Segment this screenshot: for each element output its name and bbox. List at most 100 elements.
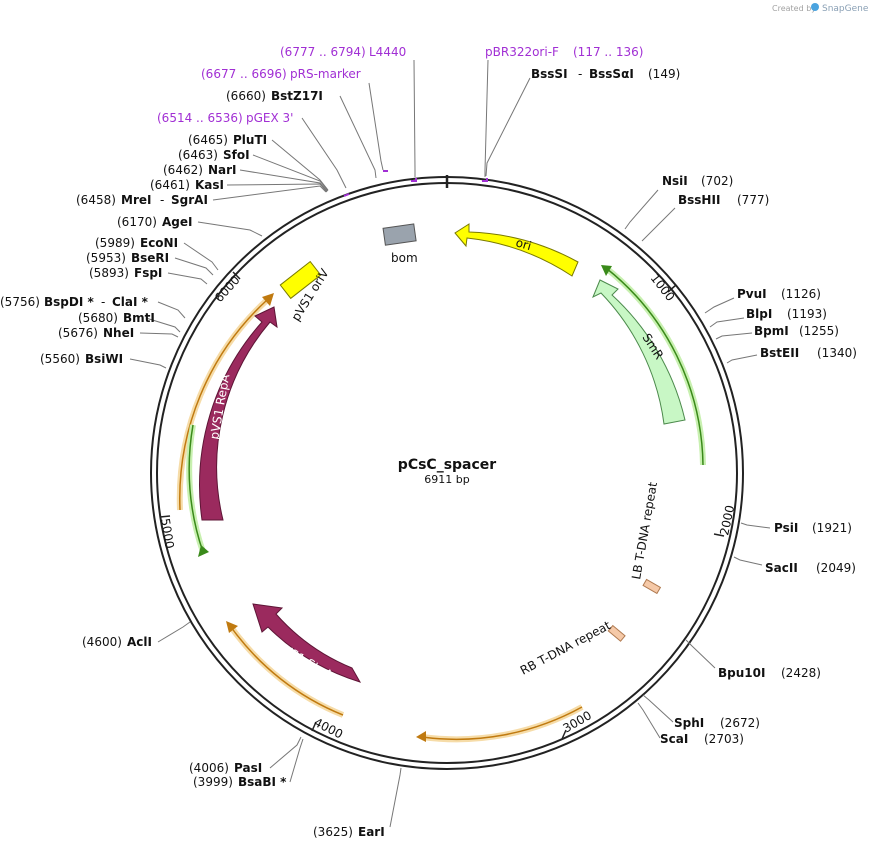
label-name-ScaI: ScaI (660, 732, 688, 746)
leader-BspDI (157, 301, 186, 319)
label-name-PasI: PasI (234, 761, 262, 775)
label-name-FspI: FspI (134, 266, 162, 280)
orf-arc-bottom-glow (421, 704, 584, 743)
label-pos-ScaI: (2703) (704, 732, 744, 746)
primer-mark-pGEX (343, 193, 350, 197)
label-pos-PasI: (4006) (189, 761, 229, 775)
label-pos-pGEX: (6514 .. 6536) (157, 111, 243, 125)
leader-AgeI (197, 221, 263, 237)
leader-NarI (239, 169, 328, 192)
label-pos-BsaBI: (3999) (193, 775, 233, 789)
features: ori SmR pVS1 RepA pVS1 StaA bom pVS1 ori… (199, 223, 686, 683)
feature-pvs1-repa-label: pVS1 RepA (207, 372, 232, 440)
label-pos-pRS: (6677 .. 6696) (201, 67, 287, 81)
label-name-PluTI: PluTI (233, 133, 267, 147)
leader-pRS-marker (368, 82, 384, 171)
label-name-BssSI: BssSI (531, 67, 568, 81)
label-name-NheI: NheI (103, 326, 134, 340)
label-pos-BssHII: (777) (737, 193, 769, 207)
leader-lines (129, 59, 771, 828)
label-name-KasI: KasI (195, 178, 224, 192)
label-name-BpmI: BpmI (754, 324, 789, 338)
orf-arc-smr-head (601, 265, 612, 276)
label-name-AclI: AclI (127, 635, 152, 649)
label-pos-BmtI: (5680) (78, 311, 118, 325)
orf-arc-left-green (188, 424, 204, 553)
orf-arcs (176, 265, 706, 743)
label-pos-BstEII: (1340) (817, 346, 857, 360)
leader-SphI (642, 694, 674, 723)
label-pos-Bpu10I: (2428) (781, 666, 821, 680)
leader-EcoNI (183, 242, 219, 271)
label-name-BsaBI: BsaBI * (238, 775, 287, 789)
snapgene-logo-icon (811, 3, 819, 11)
leader-FspI (167, 272, 208, 285)
enzyme-labels-right: BssSI - BssSαI (149) NsiI (702) BssHII (… (531, 67, 857, 746)
label-sep-BspDI: - (101, 295, 105, 309)
orf-arc-left-green-head (198, 545, 209, 557)
leader-Bpu10I (685, 639, 716, 669)
label-sep-MreI: - (160, 193, 164, 207)
orf-arc-repa (179, 299, 268, 511)
label-name-AgeI: AgeI (162, 215, 192, 229)
label-pos-SphI: (2672) (720, 716, 760, 730)
orf-arc-smr (605, 267, 704, 466)
leader-NheI (139, 332, 179, 338)
leader-BsaBI (289, 738, 304, 783)
label-name-L4440: L4440 (369, 45, 406, 59)
label-pos-NheI: (5676) (58, 326, 98, 340)
tick-label-2000: 2000 (717, 504, 737, 537)
primer-marks (343, 170, 488, 197)
primer-mark-pBR322 (482, 178, 488, 182)
label-name-SphI: SphI (674, 716, 704, 730)
feature-pvs1-oriv (279, 260, 322, 300)
label-pos-KasI: (6461) (150, 178, 190, 192)
leader-PsiI (740, 522, 771, 529)
leader-MreI (212, 185, 327, 201)
label-pos-SfoI: (6463) (178, 148, 218, 162)
leader-PluTI (271, 139, 329, 191)
feature-smr (592, 279, 686, 425)
label-pos-AgeI: (6170) (117, 215, 157, 229)
label-name-ClaI: ClaI * (112, 295, 149, 309)
tick-3000 (561, 729, 567, 740)
leader-ScaI (637, 702, 661, 739)
label-pos-BlpI: (1193) (787, 307, 827, 321)
leader-KasI (226, 183, 328, 193)
label-name-pRS: pRS-marker (290, 67, 361, 81)
feature-ori (454, 223, 579, 277)
label-pos-PluTI: (6465) (188, 133, 228, 147)
orf-arc-bottom-head (416, 731, 426, 742)
leader-BpmI (715, 332, 753, 340)
enzyme-labels-left: (6660) BstZ17I (6465) PluTI (6463) SfoI … (0, 89, 385, 839)
label-name-MreI: MreI (121, 193, 151, 207)
label-pos-BspDI: (5756) (0, 295, 40, 309)
tick-label-5000: 5000 (158, 517, 177, 549)
label-pos-MreI: (6458) (76, 193, 116, 207)
leader-BstEII (726, 354, 758, 364)
tick-6000 (232, 271, 241, 280)
leader-PvuI (704, 297, 735, 314)
leader-L4440 (413, 59, 416, 177)
leader-BseRI (174, 257, 214, 276)
label-pos-AclI: (4600) (82, 635, 122, 649)
tick-5000 (159, 515, 171, 518)
label-pos-FspI: (5893) (89, 266, 129, 280)
label-pos-BstZ17I: (6660) (226, 89, 266, 103)
label-name-PvuI: PvuI (737, 287, 767, 301)
label-name-EarI: EarI (358, 825, 385, 839)
label-name-BssHII: BssHII (678, 193, 720, 207)
feature-rb-tdna (607, 624, 626, 642)
label-name-BstZ17I: BstZ17I (271, 89, 323, 103)
label-pos-NarI: (6462) (163, 163, 203, 177)
label-name-PsiI: PsiI (774, 521, 798, 535)
label-name-BssSaI: BssSαI (589, 67, 634, 81)
credit-brand: SnapGene (822, 4, 869, 14)
orf-arc-bottom (421, 706, 583, 741)
plasmid-name: pCsC_spacer (398, 457, 496, 473)
leader-EarI (389, 767, 402, 828)
leader-BsiWI (129, 358, 167, 369)
label-pos-PsiI: (1921) (812, 521, 852, 535)
leader-BmtI (145, 317, 181, 333)
